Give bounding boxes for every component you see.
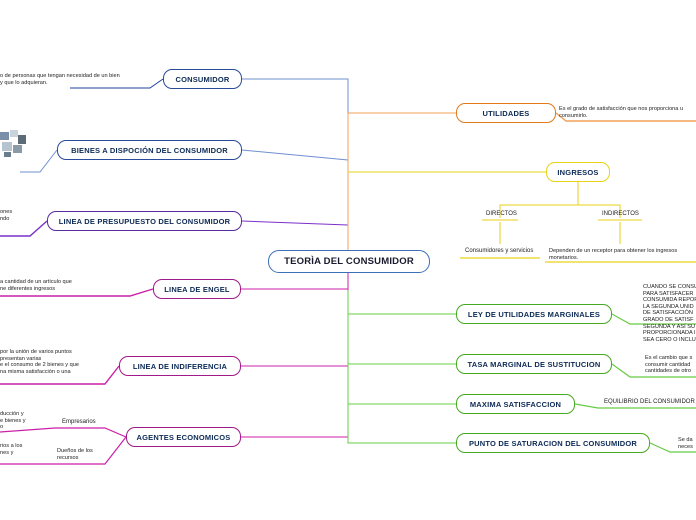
node-utilidades-label: UTILIDADES — [482, 108, 530, 118]
node-linea-engel[interactable]: LINEA DE ENGEL — [153, 279, 241, 299]
ingresos-directos-text: Consumidores y servicios — [465, 248, 534, 254]
agentes-empresarios: Empresarios — [62, 419, 96, 425]
node-ingresos-label: INGRESOS — [557, 167, 599, 177]
node-ley-utilidades-marginales[interactable]: LEY DE UTILIDADES MARGINALES — [456, 304, 612, 324]
node-agentes-economicos-label: AGENTES ECONOMICOS — [136, 432, 231, 442]
node-consumidor[interactable]: CONSUMIDOR — [163, 69, 242, 89]
ingresos-indirectos: INDIRECTOS — [602, 211, 639, 217]
node-consumidor-label: CONSUMIDOR — [175, 74, 230, 84]
node-linea-indiferencia-label: LINEA DE INDIFERENCIA — [132, 361, 228, 371]
ingresos-indirectos-text: Dependen de un receptor para obtener los… — [549, 248, 678, 261]
node-bienes[interactable]: BIENES A DISPOCIÓN DEL CONSUMIDOR — [57, 140, 242, 160]
node-punto-saturacion-label: PUNTO DE SATURACION DEL CONSUMIDOR — [468, 438, 638, 448]
consumidor-text: o de personas que tengan necesidad de un… — [0, 73, 120, 86]
node-ingresos[interactable]: INGRESOS — [546, 162, 610, 182]
agentes-duenos-text: rios a los nes y — [0, 443, 23, 456]
node-linea-indiferencia[interactable]: LINEA DE INDIFERENCIA — [119, 356, 241, 376]
central-topic[interactable]: TEORÌA DEL CONSUMIDOR — [268, 250, 430, 273]
utilidades-text: Es el grado de satisfacción que nos prop… — [559, 106, 684, 119]
node-utilidades[interactable]: UTILIDADES — [456, 103, 556, 123]
node-linea-presupuesto-label: LINEA DE PRESUPUESTO DEL CONSUMIDOR — [58, 216, 231, 226]
tasa-marginal-text: Es el cambio que s consumir cantidad can… — [645, 355, 693, 375]
node-bienes-label: BIENES A DISPOCIÓN DEL CONSUMIDOR — [71, 145, 228, 155]
linea-presupuesto-text: ones ndo — [0, 209, 13, 222]
node-linea-engel-label: LINEA DE ENGEL — [164, 284, 230, 294]
node-punto-saturacion[interactable]: PUNTO DE SATURACION DEL CONSUMIDOR — [456, 433, 650, 453]
node-agentes-economicos[interactable]: AGENTES ECONOMICOS — [126, 427, 241, 447]
central-topic-label: TEORÌA DEL CONSUMIDOR — [284, 256, 414, 267]
node-linea-presupuesto[interactable]: LINEA DE PRESUPUESTO DEL CONSUMIDOR — [47, 211, 242, 231]
agentes-duenos: Dueños de los recursos — [57, 448, 93, 461]
ley-utilidades-text: CUANDO SE CONSU PARA SATISFACER CONSUMID… — [643, 284, 696, 343]
node-maxima-satisfaccion-label: MAXIMA SATISFACCION — [469, 399, 562, 409]
ingresos-directos: DIRECTOS — [486, 211, 517, 217]
linea-indiferencia-text: por la unión de varios puntos presentan … — [0, 349, 79, 375]
node-maxima-satisfaccion[interactable]: MAXIMA SATISFACCION — [456, 394, 575, 414]
maxima-satisfaccion-text: EQUILIBRIO DEL CONSUMIDOR — [604, 399, 695, 405]
goods-image — [0, 130, 26, 157]
node-ley-utilidades-marginales-label: LEY DE UTILIDADES MARGINALES — [467, 309, 601, 319]
linea-engel-text: a cantidad de un articulo que ne diferen… — [0, 279, 72, 292]
node-tasa-marginal[interactable]: TASA MARGINAL DE SUSTITUCION — [456, 354, 612, 374]
agentes-empresarios-text: ducción y e bienes y o — [0, 411, 26, 431]
node-tasa-marginal-label: TASA MARGINAL DE SUSTITUCION — [467, 359, 601, 369]
punto-saturacion-text: Se da neces — [678, 437, 693, 450]
